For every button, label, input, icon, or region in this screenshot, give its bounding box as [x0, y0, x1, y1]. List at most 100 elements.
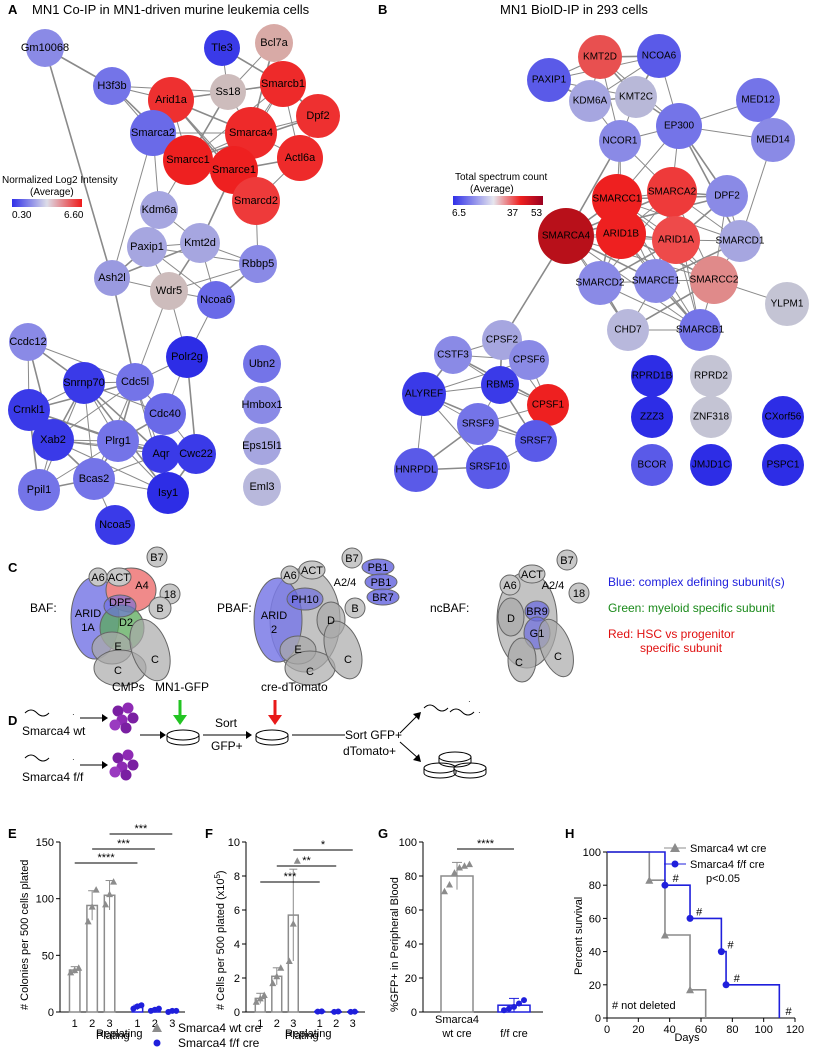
mn1-gfp-label: MN1-GFP: [155, 680, 209, 694]
panel-b-node-circle: [538, 208, 594, 264]
panel-g-y-tick-label: 20: [405, 973, 417, 985]
panel-e-wt-point: [75, 964, 83, 971]
panel-b-letter: B: [378, 2, 387, 17]
panel-a-node-circle: [95, 505, 135, 545]
panel-a-node-label: Eps15l1: [242, 440, 282, 452]
panel-b-node-ncoa6: NCOA6: [637, 34, 681, 78]
panel-b-node-label: RPRD2: [694, 371, 728, 382]
wt-label: Smarca4 wt: [22, 724, 86, 738]
panel-a-node-label: Crnkl1: [13, 404, 45, 416]
pbaf-pb1-text-1: PB1: [368, 562, 389, 574]
panel-a-node-label: Arid1a: [155, 94, 188, 106]
panel-a-node-ncoa6: Ncoa6: [197, 281, 235, 319]
panel-a-node-kdm6a: Kdm6a: [140, 191, 178, 229]
ncbaf-18-subunit: [568, 582, 590, 604]
baf-b7-subunit: [146, 546, 168, 568]
baf-arid-text-1: ARID: [75, 608, 101, 620]
panel-h-y-tick-label: 0: [595, 1013, 601, 1025]
panel-h-x-tick-label: 60: [695, 1024, 707, 1036]
panel-b-node-circle: [706, 175, 748, 217]
panel-a-node-gm10068: Gm10068: [21, 29, 69, 67]
panel-b-node-rprd2: RPRD2: [690, 355, 732, 397]
panel-e-wt-point: [67, 968, 75, 976]
panel-a-node-eml3: Eml3: [243, 468, 281, 506]
panel-e-ylabel: # Colonies per 500 cells plated: [19, 860, 31, 1010]
panel-b-node-circle: [394, 448, 438, 492]
panel-a-node-label: Rbbp5: [242, 258, 274, 270]
ncbaf-b7-subunit: [556, 549, 578, 571]
panel-h-ff-event: [722, 981, 730, 989]
panel-a-node-label: Cwc22: [179, 448, 213, 460]
panel-a-node-circle: [163, 135, 213, 185]
panel-f-y-tick-label: 4: [234, 939, 240, 951]
pbaf-a6-text: A6: [283, 570, 296, 582]
panel-b-node-chd7: CHD7: [607, 309, 649, 351]
panel-e-ff-point: [155, 1005, 162, 1012]
panel-a-node-label: Ccdc12: [9, 336, 46, 348]
baf-dpf-subunit: [103, 594, 137, 618]
panel-a-node-hmbox1: Hmbox1: [242, 386, 282, 424]
panel-b-node-label: CPSF2: [486, 335, 519, 346]
panel-b-node-circle: [457, 403, 499, 445]
panel-b-node-label: SMARCA2: [648, 187, 697, 198]
bottom-legend-ff: Smarca4 f/f cre: [178, 1036, 260, 1050]
key-green-text: Green: myeloid specific subunit: [608, 601, 775, 615]
pbaf-arid-text-1: ARID: [261, 610, 287, 622]
panel-b-node-med14: MED14: [751, 118, 795, 162]
panel-a-node-circle: [150, 272, 188, 310]
panel-b-node-circle: [578, 35, 622, 79]
panel-h-pvalue: p<0.05: [706, 873, 740, 885]
ncbaf-c-subunit-2: [538, 618, 574, 678]
panel-a-node-label: Plrg1: [105, 435, 131, 447]
panel-b-node-smarca4: SMARCA4: [538, 208, 594, 264]
panel-a-node-circle: [127, 227, 167, 267]
cmp-cells-wt: [109, 702, 139, 734]
stacked-culture-dishes: [423, 751, 487, 779]
panel-b-node-label: CSTF3: [437, 350, 469, 361]
panel-a-node-crnkl1: Crnkl1: [8, 389, 50, 431]
panel-f: F # Cells per 500 plated (x105) 02468101…: [205, 826, 365, 1042]
panel-g-y-tick-label: 40: [405, 939, 417, 951]
panel-e-x-tick-label: 3: [169, 1018, 175, 1030]
panel-g-ff-point: [511, 1003, 517, 1010]
ncbaf-label: ncBAF:: [430, 601, 469, 615]
panel-a-node-circle: [239, 245, 277, 283]
panel-b-node-circle: [751, 118, 795, 162]
panel-g-bar: [440, 875, 474, 1013]
panel-b-node-smarce1: SMARCE1: [632, 259, 681, 303]
panel-a-node-eps15l1: Eps15l1: [242, 427, 282, 465]
panel-g-y-tick-label: 60: [405, 905, 417, 917]
panel-a-legend-max: 6.60: [64, 210, 84, 221]
panel-b-node-cxorf56: CXorf56: [762, 396, 804, 438]
panel-b-node-cpsf6: CPSF6: [509, 340, 549, 380]
panel-b-node-label: DPF2: [714, 191, 740, 202]
panel-f-wt-point: [256, 994, 264, 1002]
panel-b-node-circle: [434, 336, 472, 374]
panel-a-node-circle: [142, 435, 180, 473]
panel-b-node-label: SRSF10: [469, 462, 507, 473]
baf-a4-text: A4: [135, 580, 148, 592]
pbaf-a6-subunit: [280, 565, 300, 585]
panel-h-letter: H: [565, 826, 574, 841]
panel-b-node-circle: [656, 103, 702, 149]
panel-a-edge: [27, 341, 136, 383]
pbaf-br7-text: BR7: [372, 592, 393, 604]
panel-b-node-label: KDM6A: [573, 96, 608, 107]
panel-b-node-srsf7: SRSF7: [515, 420, 557, 462]
panel-b-node-circle: [527, 58, 571, 102]
panel-f-ff-point: [335, 1008, 342, 1015]
wt-dot: ·: [72, 710, 75, 719]
panel-b-title: MN1 BioID-IP in 293 cells: [500, 2, 648, 17]
panel-a-node-cwc22: Cwc22: [176, 434, 216, 474]
panel-a-node-smarcd2: Smarcd2: [232, 177, 280, 225]
baf-e-text: E: [114, 641, 121, 653]
panel-b-node-circle: [569, 80, 611, 122]
panel-g-ff-point: [516, 1000, 522, 1007]
panel-a-node-label: Kdm6a: [142, 204, 178, 216]
panel-b-node-circle: [515, 420, 557, 462]
